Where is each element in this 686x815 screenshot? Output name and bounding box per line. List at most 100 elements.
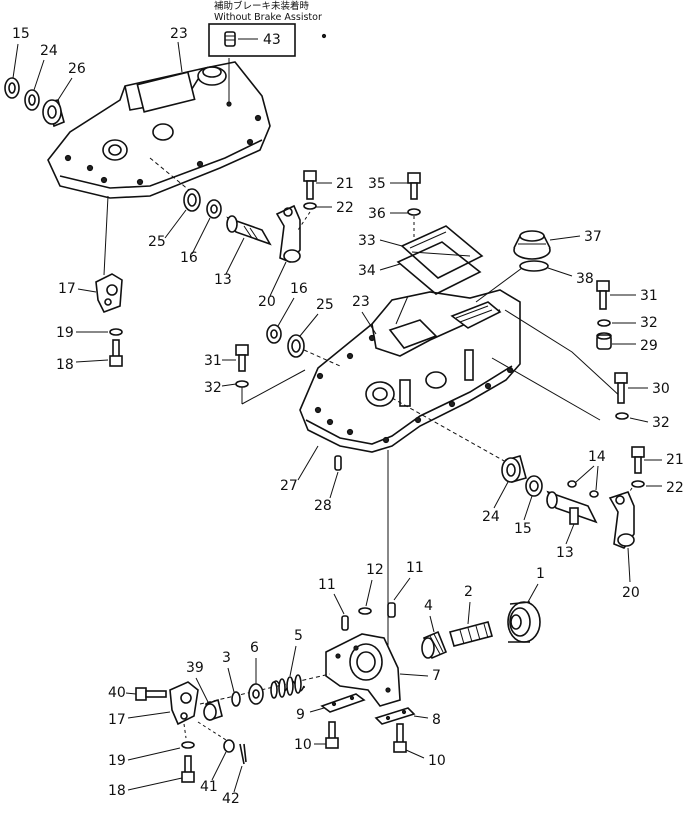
callout-43: 43: [263, 32, 281, 48]
part-24-bearing-upper: [24, 89, 40, 111]
callout-42: 42: [222, 791, 240, 807]
callout-18-lower: 18: [108, 783, 126, 799]
part-12-plug: [358, 607, 372, 615]
callout-4: 4: [424, 598, 433, 614]
part-29-spacer: [596, 332, 612, 350]
part-8-plate: [374, 707, 416, 725]
part-11-pin-right: [387, 602, 396, 618]
callout-36: 36: [368, 206, 386, 222]
part-2-worm-shaft: [449, 621, 493, 647]
callout-3: 3: [222, 650, 231, 666]
part-19-washer-lower: [181, 741, 195, 749]
callout-6: 6: [250, 640, 259, 656]
part-3-ring: [231, 691, 241, 707]
callout-31-right: 31: [640, 288, 658, 304]
callout-21-upper: 21: [336, 176, 354, 192]
part-20-lever-upper: [275, 204, 301, 263]
part-17-bracket-upper: [95, 273, 123, 314]
callout-23-upper: 23: [170, 26, 188, 42]
note-english: Without Brake Assistor: [214, 12, 322, 23]
callout-41: 41: [200, 779, 218, 795]
part-15-seal-right: [525, 475, 543, 497]
part-14-key: [567, 480, 599, 498]
callout-19-upper: 19: [56, 325, 74, 341]
callout-21-right: 21: [666, 452, 684, 468]
callout-16-main: 16: [290, 281, 308, 297]
callout-22-upper: 22: [336, 200, 354, 216]
callout-37: 37: [584, 229, 602, 245]
part-41-washer: [223, 739, 235, 753]
note-box: [208, 23, 296, 57]
callout-24-right: 24: [482, 509, 500, 525]
part-1-worm-wheel: [507, 601, 541, 643]
part-37-breather: [513, 230, 551, 260]
part-39-collar: [203, 698, 223, 722]
callout-27: 27: [280, 478, 298, 494]
callout-17-upper: 17: [58, 281, 76, 297]
part-31-bolt-left: [235, 344, 249, 372]
part-16-seal-main: [266, 324, 282, 344]
part-32-washer-right-top: [597, 319, 611, 327]
part-13-shaft-upper: [226, 215, 272, 246]
part-16-seal-upper: [206, 199, 222, 219]
callout-29: 29: [640, 338, 658, 354]
callout-5: 5: [294, 628, 303, 644]
callout-31-left: 31: [204, 353, 222, 369]
callout-2: 2: [464, 584, 473, 600]
part-25-collar-main: [287, 334, 305, 358]
callout-32-right-bottom: 32: [652, 415, 670, 431]
part-22-washer-right: [631, 480, 645, 488]
main-case-housing: [299, 289, 521, 453]
callout-17-lower: 17: [108, 712, 126, 728]
callout-11-left: 11: [318, 577, 336, 593]
part-11-pin-left: [341, 615, 349, 631]
part-10-bolt-left: [325, 721, 339, 749]
callout-7: 7: [432, 668, 441, 684]
part-32-washer-right-bottom: [615, 412, 629, 420]
callout-24-upper: 24: [40, 43, 58, 59]
part-31-bolt-right: [596, 280, 610, 310]
callout-1: 1: [536, 566, 545, 582]
callout-18-upper: 18: [56, 357, 74, 373]
part-36-washer: [407, 208, 421, 216]
note-japanese: 補助ブレーキ未装着時: [214, 0, 310, 12]
callout-39: 39: [186, 660, 204, 676]
part-26-collar: [42, 99, 65, 128]
callout-28: 28: [314, 498, 332, 514]
part-20-lever-right: [608, 491, 635, 549]
callout-14: 14: [588, 449, 606, 465]
part-15-seal-upper: [4, 77, 20, 99]
part-38-oring: [519, 260, 549, 272]
part-40-bolt: [135, 687, 167, 701]
part-19-washer-upper: [109, 328, 123, 336]
callout-33: 33: [358, 233, 376, 249]
callout-35: 35: [368, 176, 386, 192]
part-30-bolt: [614, 372, 628, 404]
callout-30: 30: [652, 381, 670, 397]
part-24-bearing-right: [501, 455, 527, 483]
callout-19-lower: 19: [108, 753, 126, 769]
part-17-bracket-lower: [169, 681, 199, 726]
part-21-bolt-right: [631, 446, 645, 474]
callout-16-upper: 16: [180, 250, 198, 266]
part-13-shaft-right: [546, 490, 598, 525]
callout-34: 34: [358, 263, 376, 279]
part-21-bolt-upper: [303, 170, 317, 200]
callout-20-upper: 20: [258, 294, 276, 310]
callout-15-upper: 15: [12, 26, 30, 42]
callout-38: 38: [576, 271, 594, 287]
callout-40: 40: [108, 685, 126, 701]
part-18-bolt-upper: [109, 339, 123, 367]
callout-25-upper: 25: [148, 234, 166, 250]
callout-10-left: 10: [294, 737, 312, 753]
callout-32-right-top: 32: [640, 315, 658, 331]
note-group: 補助ブレーキ未装着時 Without Brake Assistor 43: [208, 0, 322, 57]
part-33-cover: [400, 225, 484, 279]
callout-8: 8: [432, 712, 441, 728]
callout-9: 9: [296, 707, 305, 723]
part-22-washer-upper: [303, 202, 317, 210]
callout-11-right: 11: [406, 560, 424, 576]
upper-case-housing: [47, 58, 271, 199]
part-4-gear: [421, 630, 448, 660]
